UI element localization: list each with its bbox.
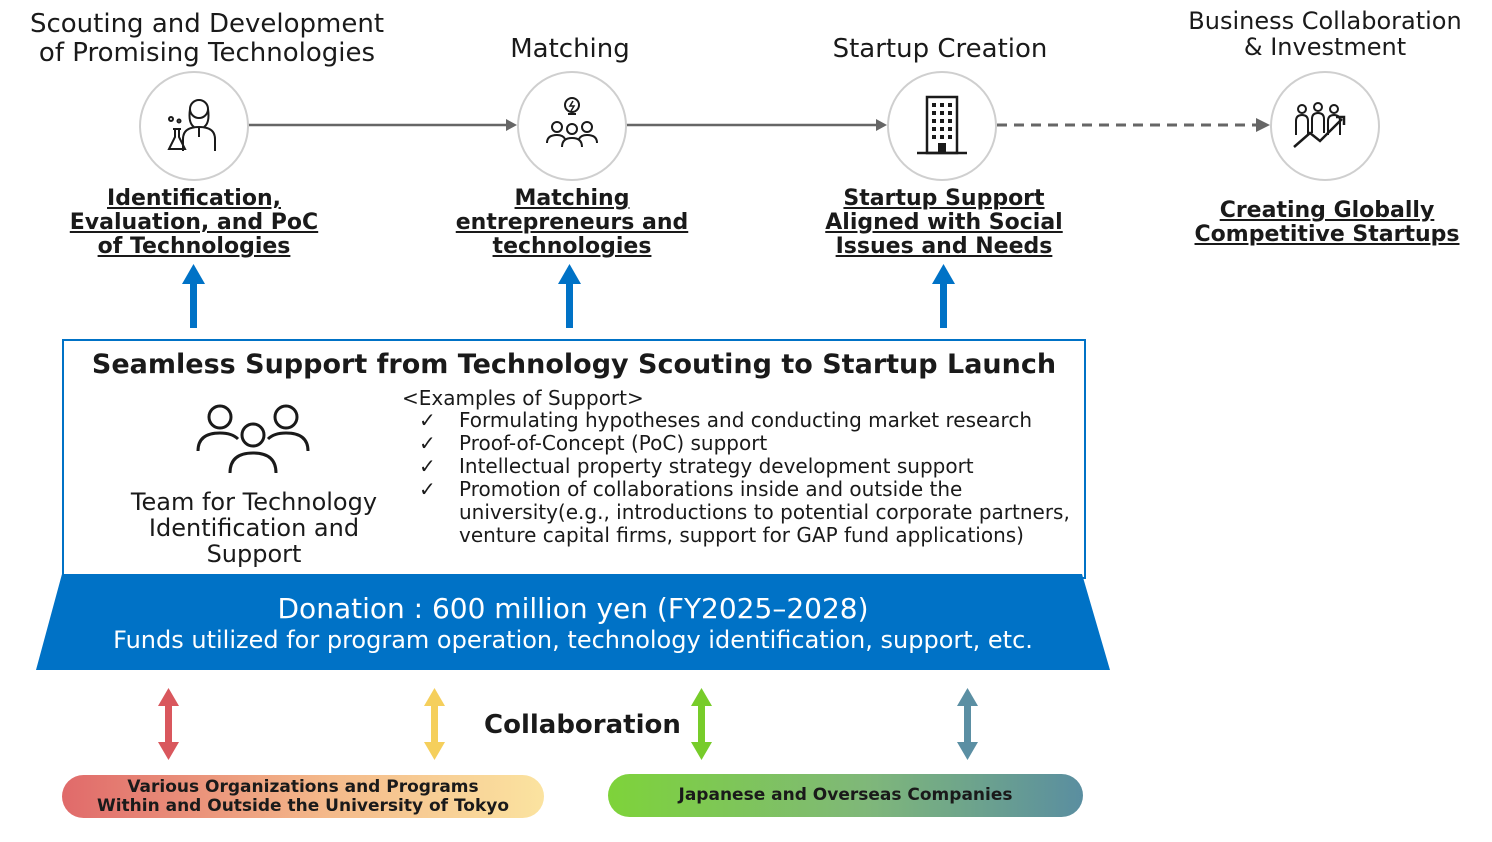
donation-amount: Donation : 600 million yen (FY2025–2028) bbox=[277, 592, 869, 625]
double-arrow-green bbox=[691, 688, 712, 760]
stage-circle-scouting bbox=[139, 71, 249, 181]
donation-banner bbox=[36, 574, 1110, 670]
up-arrow-3-shaft bbox=[940, 280, 947, 328]
double-arrow-red bbox=[158, 688, 179, 760]
team-icon bbox=[196, 404, 310, 474]
building-icon bbox=[917, 95, 967, 155]
stage-title-business: Business Collaboration & Investment bbox=[1188, 7, 1462, 61]
stage-sub-scouting: Identification, Evaluation, and PoC of T… bbox=[69, 186, 319, 259]
stage-title-startup-creation: Startup Creation bbox=[832, 34, 1048, 64]
list-item: ✓ Intellectual property strategy developm… bbox=[419, 455, 1079, 478]
collaboration-arrows bbox=[158, 688, 978, 760]
check-icon: ✓ bbox=[419, 477, 436, 501]
up-arrow-3-head bbox=[932, 264, 955, 284]
list-item: ✓ Proof-of-Concept (PoC) support bbox=[419, 432, 1079, 455]
support-arrows bbox=[182, 264, 955, 328]
examples-heading: <Examples of Support> bbox=[402, 386, 644, 410]
list-item: ✓ Formulating hypotheses and conducting m… bbox=[419, 409, 1079, 432]
scientist-icon bbox=[167, 99, 216, 151]
connector-3-head bbox=[1256, 118, 1270, 132]
example-text: Proof-of-Concept (PoC) support bbox=[459, 431, 768, 455]
collaboration-label: Collaboration bbox=[484, 710, 681, 740]
example-text: Formulating hypotheses and conducting ma… bbox=[459, 408, 1033, 432]
connector-2-head bbox=[876, 119, 887, 131]
partner-university-orgs: Various Organizations and Programs Withi… bbox=[62, 775, 544, 818]
stage-sub-startup: Startup Support Aligned with Social Issu… bbox=[825, 186, 1063, 259]
growth-people-icon bbox=[1293, 102, 1346, 148]
stage-circle-matching bbox=[517, 71, 627, 181]
stage-sub-business: Creating Globally Competitive Startups bbox=[1194, 198, 1460, 247]
check-icon: ✓ bbox=[419, 431, 436, 455]
double-arrow-teal bbox=[957, 688, 978, 760]
example-text: Promotion of collaborations inside and o… bbox=[459, 477, 1070, 547]
connector-1-head bbox=[506, 119, 517, 131]
check-icon: ✓ bbox=[419, 454, 436, 478]
examples-list: ✓ Formulating hypotheses and conducting m… bbox=[419, 409, 1079, 547]
team-label: Team for Technology Identification and S… bbox=[130, 488, 378, 568]
up-arrow-1-shaft bbox=[190, 280, 197, 328]
stage-circle-business bbox=[1270, 71, 1380, 181]
stage-circle-startup bbox=[887, 71, 997, 181]
double-arrow-yellow bbox=[424, 688, 445, 760]
idea-people-icon bbox=[546, 97, 598, 148]
donation-usage: Funds utilized for program operation, te… bbox=[113, 626, 1033, 654]
up-arrow-2-head bbox=[558, 264, 581, 284]
up-arrow-1-head bbox=[182, 264, 205, 284]
list-item: ✓ Promotion of collaborations inside and … bbox=[419, 478, 1079, 547]
check-icon: ✓ bbox=[419, 408, 436, 432]
support-box: Seamless Support from Technology Scoutin… bbox=[62, 339, 1086, 579]
stage-title-matching: Matching bbox=[510, 34, 630, 64]
up-arrow-2-shaft bbox=[566, 280, 573, 328]
stage-title-scouting: Scouting and Development of Promising Te… bbox=[29, 9, 385, 68]
example-text: Intellectual property strategy developme… bbox=[459, 454, 974, 478]
support-title: Seamless Support from Technology Scoutin… bbox=[91, 349, 1057, 380]
partner-companies: Japanese and Overseas Companies bbox=[608, 774, 1083, 817]
stage-connectors bbox=[248, 118, 1270, 132]
stage-sub-matching: Matching entrepreneurs and technologies bbox=[455, 186, 689, 259]
